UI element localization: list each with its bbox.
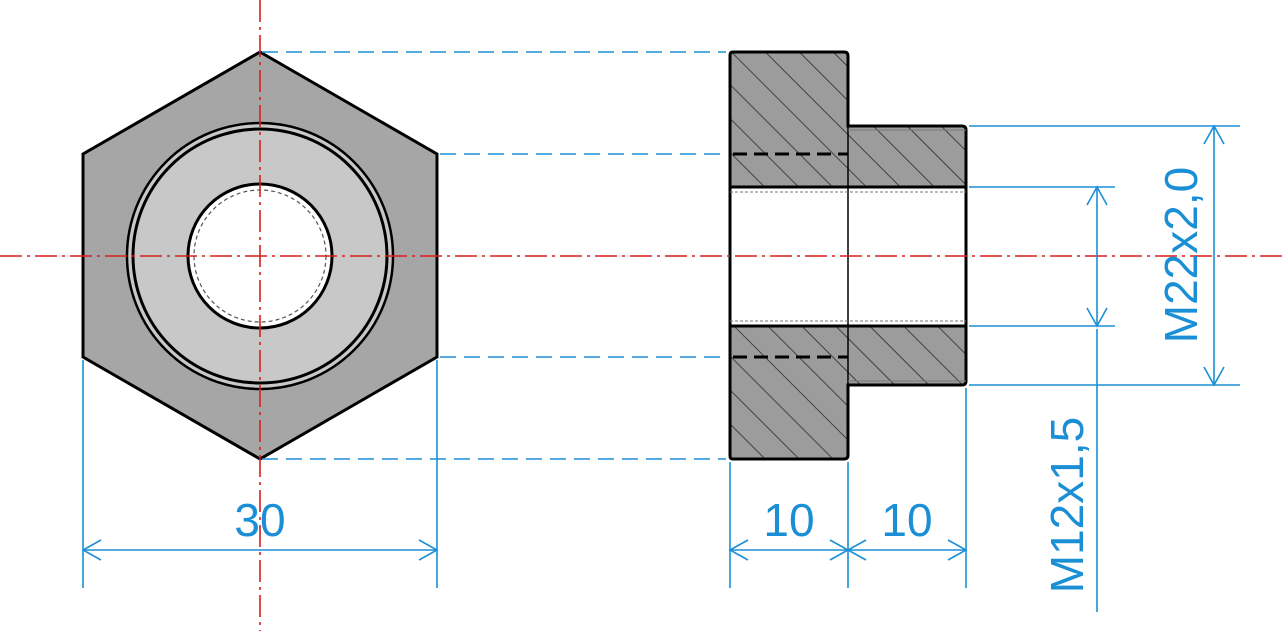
dimension-text-spigot-length: 10 — [881, 494, 932, 546]
dimension-text-hex-width: 30 — [234, 494, 285, 546]
side-section-view — [728, 50, 968, 461]
dimensions — [81, 124, 1240, 612]
projection-lines — [262, 51, 726, 460]
part-outline — [728, 50, 968, 461]
dimension-text-inner-thread: M12x1,5 — [1041, 417, 1093, 593]
dimension-text-outer-thread: M22x2,0 — [1155, 167, 1207, 343]
dimension-text-flange-length: 10 — [763, 494, 814, 546]
